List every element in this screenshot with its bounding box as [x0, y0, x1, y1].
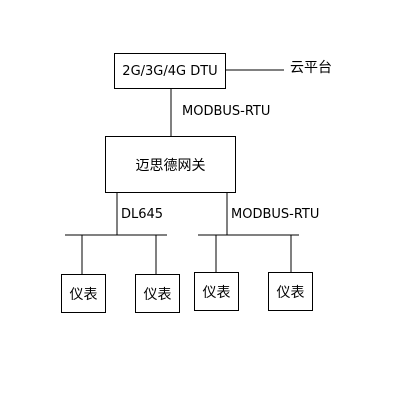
dtu-gateway-protocol-label: MODBUS-RTU [182, 104, 271, 119]
meter-label: 仪表 [69, 286, 98, 303]
dtu-label: 2G/3G/4G DTU [122, 63, 218, 79]
meter-box: 仪表 [135, 274, 180, 313]
cloud-platform-label: 云平台 [290, 60, 332, 76]
meter-box: 仪表 [61, 274, 106, 313]
meter-label: 仪表 [202, 284, 231, 301]
left-bus-protocol-label: DL645 [121, 207, 164, 222]
gateway-box: 迈思德网关 [105, 136, 236, 193]
gateway-label: 迈思德网关 [135, 157, 206, 174]
meter-label: 仪表 [143, 286, 172, 303]
meter-box: 仪表 [268, 272, 313, 311]
dtu-box: 2G/3G/4G DTU [114, 53, 226, 89]
right-bus-protocol-label: MODBUS-RTU [231, 207, 320, 222]
meter-box: 仪表 [194, 272, 239, 311]
meter-label: 仪表 [276, 284, 305, 301]
